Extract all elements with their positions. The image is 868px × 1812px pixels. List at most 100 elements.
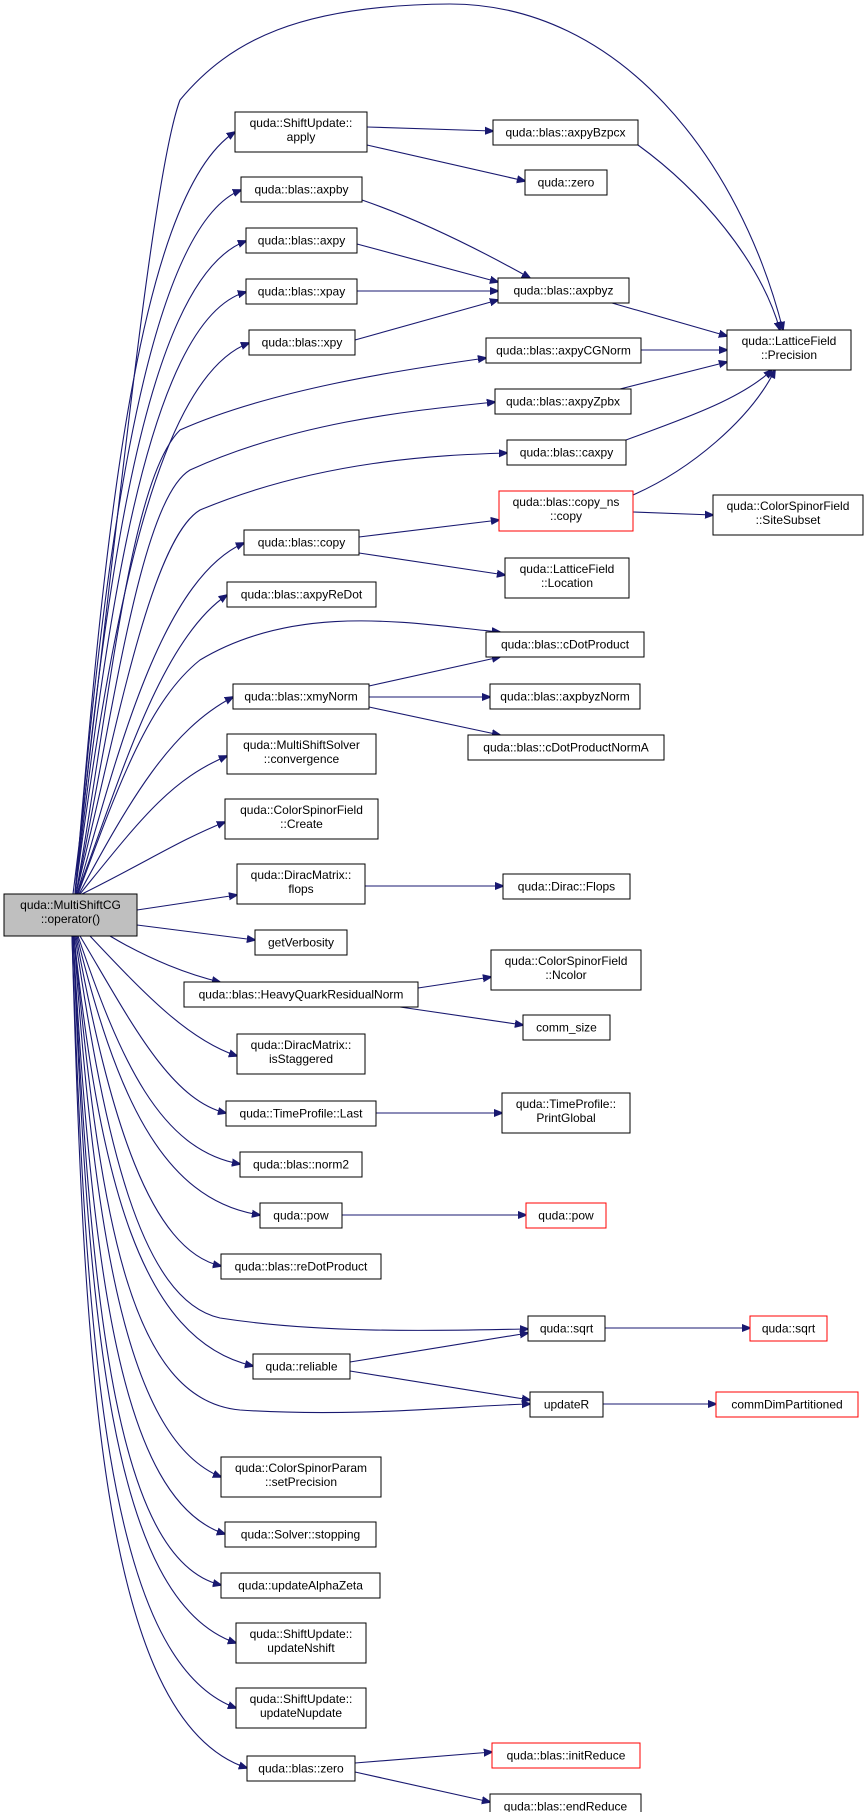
node-label: ::SiteSubset (756, 513, 821, 527)
node-label: quda::reliable (265, 1360, 337, 1374)
node-label: ::Location (541, 576, 593, 590)
edge-root-to-setPrecision (73, 935, 221, 1477)
node-label: ::setPrecision (265, 1475, 337, 1489)
node-sqrt[interactable]: quda::sqrt (527, 1315, 606, 1342)
node-reliable[interactable]: quda::reliable (252, 1353, 351, 1380)
node-box (246, 1755, 356, 1782)
node-commSize[interactable]: comm_size (522, 1014, 611, 1041)
edge-copyNs-to-precision (632, 370, 775, 496)
node-xmyNorm[interactable]: quda::blas::xmyNorm (232, 683, 370, 710)
node-updateAlphaZeta[interactable]: quda::updateAlphaZeta (220, 1572, 381, 1599)
node-label: ::convergence (264, 752, 340, 766)
edge-root-to-tpLast (79, 935, 226, 1113)
node-initReduce[interactable]: quda::blas::initReduce (491, 1742, 641, 1769)
node-label: apply (287, 130, 316, 144)
edge-axpyZpbx-to-precision (619, 362, 727, 390)
node-norm2[interactable]: quda::blas::norm2 (239, 1151, 363, 1178)
edge-axpbyz-to-precision (611, 302, 727, 336)
edge-root-to-convergence (79, 756, 227, 895)
node-hqrNorm[interactable]: quda::blas::HeavyQuarkResidualNorm (183, 981, 419, 1008)
node-updateNupdate[interactable]: quda::ShiftUpdate::updateNupdate (235, 1687, 367, 1729)
node-caxpy[interactable]: quda::blas::caxpy (506, 439, 627, 466)
node-reDotProduct[interactable]: quda::blas::reDotProduct (220, 1253, 382, 1280)
node-setPrecision[interactable]: quda::ColorSpinorParam::setPrecision (220, 1456, 382, 1498)
node-xpy[interactable]: quda::blas::xpy (248, 329, 356, 356)
edge-root-to-isStaggered (89, 935, 237, 1056)
node-box (489, 1793, 642, 1812)
node-precision[interactable]: quda::LatticeField::Precision (726, 329, 852, 371)
node-box (506, 439, 627, 466)
node-tpLast[interactable]: quda::TimeProfile::Last (225, 1100, 377, 1127)
node-updateNshift[interactable]: quda::ShiftUpdate::updateNshift (235, 1622, 367, 1664)
node-endReduce[interactable]: quda::blas::endReduce (489, 1793, 642, 1812)
node-xpay[interactable]: quda::blas::xpay (245, 278, 358, 305)
node-commDim[interactable]: commDimPartitioned (715, 1391, 859, 1418)
edge-root-to-copy (76, 543, 244, 895)
node-label: quda::blas::axpyBzpcx (505, 126, 625, 140)
node-label: quda::LatticeField (520, 562, 615, 576)
edge-root-to-xmyNorm (78, 697, 233, 895)
node-diracFlops[interactable]: quda::Dirac::Flops (502, 873, 631, 900)
node-blasZero[interactable]: quda::blas::zero (246, 1755, 356, 1782)
node-box (240, 176, 363, 203)
node-axpyZpbx[interactable]: quda::blas::axpyZpbx (494, 388, 632, 415)
node-cDotProductNormA[interactable]: quda::blas::cDotProductNormA (467, 734, 665, 761)
node-box (498, 490, 634, 532)
edge-copy-to-location (358, 552, 505, 575)
node-cDotProduct[interactable]: quda::blas::cDotProduct (485, 631, 645, 658)
node-stopping[interactable]: quda::Solver::stopping (224, 1521, 377, 1548)
node-getVerbosity[interactable]: getVerbosity (254, 929, 348, 956)
edge-shiftApply-to-axpyBzpcx (366, 126, 493, 131)
node-isStaggered[interactable]: quda::DiracMatrix::isStaggered (236, 1033, 366, 1075)
node-convergence[interactable]: quda::MultiShiftSolver::convergence (226, 733, 377, 775)
node-create[interactable]: quda::ColorSpinorField::Create (224, 798, 379, 840)
node-label: quda::blas::initReduce (507, 1749, 626, 1763)
edge-root-to-xpay (74, 292, 246, 895)
node-copy[interactable]: quda::blas::copy (243, 529, 360, 556)
node-box (236, 1033, 366, 1075)
node-shiftApply[interactable]: quda::ShiftUpdate::apply (234, 111, 368, 153)
node-sqrt2[interactable]: quda::sqrt (749, 1315, 828, 1342)
node-box (220, 1253, 382, 1280)
node-copyNs[interactable]: quda::blas::copy_ns::copy (498, 490, 634, 532)
node-box (234, 111, 368, 153)
node-zero[interactable]: quda::zero (524, 169, 608, 196)
edge-xmyNorm-to-cDotProductNormA (368, 706, 500, 735)
node-location[interactable]: quda::LatticeField::Location (504, 557, 630, 599)
node-label: quda::DiracMatrix:: (251, 868, 352, 882)
node-box (220, 1572, 381, 1599)
edge-root-to-cDotProduct (77, 620, 500, 895)
node-label: quda::pow (538, 1209, 594, 1223)
edge-root-to-axpyReDot (76, 595, 227, 895)
edge-axpy-to-axpbyz (356, 243, 498, 282)
edge-root-to-getVerbosity (136, 924, 255, 940)
node-pow2[interactable]: quda::pow (525, 1202, 607, 1229)
node-root[interactable]: quda::MultiShiftCG::operator() (3, 893, 138, 937)
node-pow[interactable]: quda::pow (259, 1202, 343, 1229)
node-box (494, 388, 632, 415)
node-updateR[interactable]: updateR (529, 1391, 604, 1418)
node-axpy[interactable]: quda::blas::axpy (245, 227, 358, 254)
node-box (243, 529, 360, 556)
node-siteSubset[interactable]: quda::ColorSpinorField::SiteSubset (712, 494, 864, 536)
edge-root-to-create (81, 822, 225, 895)
edge-caxpy-to-precision (625, 370, 772, 441)
node-box (529, 1391, 604, 1418)
edge-root-to-updateAlphaZeta (72, 935, 221, 1585)
node-flops[interactable]: quda::DiracMatrix::flops (236, 863, 366, 905)
node-label: quda::TimeProfile:: (516, 1097, 616, 1111)
node-axpbyz[interactable]: quda::blas::axpbyz (497, 277, 630, 304)
node-printGlobal[interactable]: quda::TimeProfile::PrintGlobal (501, 1092, 631, 1134)
node-label: quda::ColorSpinorParam (235, 1461, 367, 1475)
node-axpyReDot[interactable]: quda::blas::axpyReDot (226, 581, 377, 608)
node-box (524, 169, 608, 196)
edge-hqrNorm-to-ncolor (417, 977, 491, 989)
node-axpyBzpcx[interactable]: quda::blas::axpyBzpcx (492, 119, 639, 146)
node-axpyCGNorm[interactable]: quda::blas::axpyCGNorm (485, 337, 642, 364)
node-axpby[interactable]: quda::blas::axpby (240, 176, 363, 203)
node-label: updateR (544, 1398, 590, 1412)
node-label: quda::blas::zero (258, 1762, 344, 1776)
edge-root-to-xpy (74, 343, 249, 895)
node-axpbyzNorm[interactable]: quda::blas::axpbyzNorm (489, 683, 641, 710)
node-ncolor[interactable]: quda::ColorSpinorField::Ncolor (490, 949, 642, 991)
